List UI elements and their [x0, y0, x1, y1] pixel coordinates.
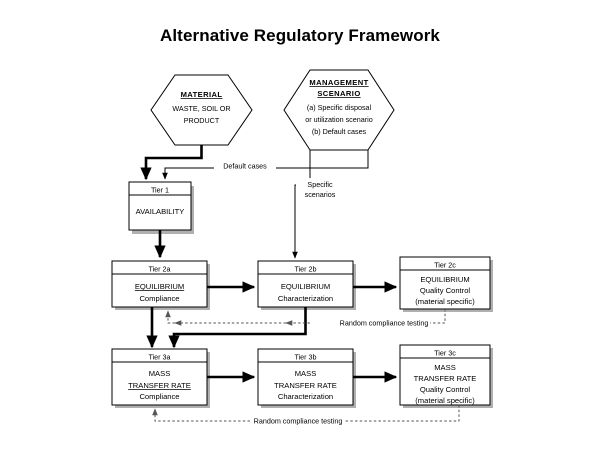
tier3b-line-2: TRANSFER RATE	[274, 381, 337, 390]
tier3b-box[interactable]: Tier 3b MASS TRANSFER RATE Characterizat…	[257, 348, 356, 408]
specific-scenarios-label-bg	[296, 178, 344, 200]
tier3b-header: Tier 3b	[294, 353, 316, 362]
connector-material-to-tier1	[140, 145, 203, 181]
tier3a-line-3: Compliance	[139, 392, 179, 401]
material-line-2: PRODUCT	[184, 116, 220, 125]
tier2a-line-1: EQUILIBRIUM	[135, 282, 184, 291]
material-line-1: WASTE, SOIL OR	[172, 104, 230, 113]
connector-tier2b-to-tier3a	[168, 307, 307, 349]
material-title: MATERIAL	[181, 90, 223, 99]
random-testing-tier2-label: Random compliance testing	[340, 319, 429, 328]
tier3b-line-1: MASS	[295, 369, 317, 378]
tier3c-line-4: (material specific)	[415, 396, 475, 405]
tier2a-box[interactable]: Tier 2a EQUILIBRIUM Compliance	[111, 260, 210, 310]
scenario-hexagon: MANAGEMENT SCENARIO (a) Specific disposa…	[283, 69, 395, 151]
tier2c-header: Tier 2c	[434, 261, 456, 270]
specific-scenarios-label-line-1: Specific	[307, 180, 333, 189]
tier3a-header: Tier 3a	[148, 353, 170, 362]
connector-random-testing-into-tier2a	[165, 310, 175, 324]
tier3c-box[interactable]: Tier 3c MASS TRANSFER RATE Quality Contr…	[399, 344, 493, 408]
tier3c-header: Tier 3c	[434, 349, 456, 358]
scenario-title-line-1: MANAGEMENT	[309, 78, 368, 87]
tier2b-line-1: EQUILIBRIUM	[281, 282, 330, 291]
specific-scenarios-label-line-2: scenarios	[305, 190, 336, 199]
default-cases-label-bg	[214, 160, 276, 170]
random-testing-tier3-label: Random compliance testing	[254, 417, 343, 426]
tier3c-line-3: Quality Control	[420, 385, 471, 394]
tier2c-box[interactable]: Tier 2c EQUILIBRIUM Quality Control (mat…	[399, 256, 493, 312]
random-testing-tier3-label-bg	[251, 415, 345, 426]
tier2c-line-2: Quality Control	[420, 286, 471, 295]
random-testing-tier2-label-bg	[338, 317, 430, 328]
tier2b-box[interactable]: Tier 2b EQUILIBRIUM Characterization	[257, 260, 356, 310]
tier3a-box[interactable]: Tier 3a MASS TRANSFER RATE Compliance	[111, 348, 210, 408]
tier1-header: Tier 1	[151, 186, 169, 195]
page-title: Alternative Regulatory Framework	[159, 26, 440, 45]
scenario-line-3: (b) Default cases	[312, 127, 367, 136]
tier2b-header: Tier 2b	[294, 265, 316, 274]
tier1-box[interactable]: Tier 1 AVAILABILITY	[128, 181, 194, 234]
tier2c-line-3: (material specific)	[415, 297, 475, 306]
scenario-title-line-2: SCENARIO	[317, 89, 360, 98]
default-cases-label: Default cases	[223, 162, 267, 171]
connector-random-testing-to-tier3a	[152, 408, 250, 422]
tier3c-line-2: TRANSFER RATE	[414, 374, 477, 383]
connector-specific-scenarios-to-tier2b	[292, 150, 311, 259]
scenario-line-2: or utilization scenario	[305, 115, 373, 124]
tier3b-line-3: Characterization	[278, 392, 333, 401]
tier3a-line-1: MASS	[149, 369, 171, 378]
tier2a-line-2: Compliance	[139, 294, 179, 303]
material-hexagon: MATERIAL WASTE, SOIL OR PRODUCT	[150, 74, 253, 146]
tier1-line-1: AVAILABILITY	[136, 207, 185, 216]
tier2a-header: Tier 2a	[148, 265, 170, 274]
tier3a-line-2: TRANSFER RATE	[128, 381, 191, 390]
tier2c-line-1: EQUILIBRIUM	[420, 275, 469, 284]
tier2b-line-2: Characterization	[278, 294, 333, 303]
scenario-line-1: (a) Specific disposal	[307, 103, 372, 112]
tier3c-line-1: MASS	[434, 363, 456, 372]
